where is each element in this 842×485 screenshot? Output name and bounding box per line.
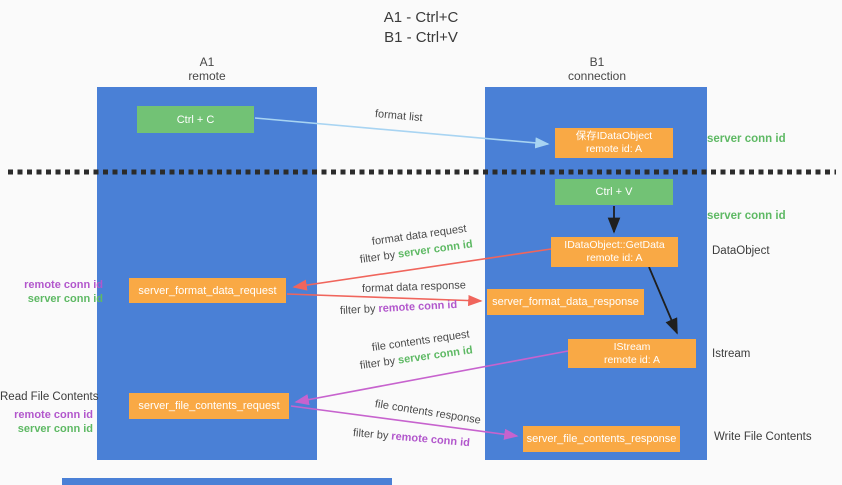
label-format-request-server-conn-id: server conn id bbox=[27, 293, 103, 305]
filter-by-text-2: filter by bbox=[339, 303, 376, 317]
node-istream-line1: IStream bbox=[613, 340, 651, 353]
node-ctrl-v-label: Ctrl + V bbox=[595, 186, 633, 198]
format-request-conn-ids: remote conn id server conn id bbox=[0, 278, 103, 306]
node-server-file-contents-response-label: server_file_contents_response bbox=[526, 433, 677, 445]
node-server-file-contents-request: server_file_contents_request bbox=[129, 393, 289, 419]
label-write-file-contents: Write File Contents bbox=[714, 431, 812, 443]
node-server-file-contents-request-label: server_file_contents_request bbox=[138, 400, 280, 412]
node-server-format-data-request: server_format_data_request bbox=[129, 278, 286, 303]
arrow-format-list bbox=[254, 117, 550, 149]
node-istream-line2: remote id: A bbox=[603, 353, 661, 366]
node-getdata: IDataObject::GetData remote id: A bbox=[551, 237, 678, 267]
node-getdata-line2: remote id: A bbox=[586, 252, 643, 264]
node-ctrl-v: Ctrl + V bbox=[555, 179, 673, 205]
node-server-file-contents-response: server_file_contents_response bbox=[523, 426, 680, 452]
node-save-dataobject-line1: 保存IDataObject bbox=[575, 130, 653, 142]
title-line-2: B1 - Ctrl+V bbox=[384, 29, 458, 46]
node-server-format-data-request-label: server_format_data_request bbox=[138, 284, 277, 297]
column-a1-role: remote bbox=[188, 69, 226, 83]
arrow-format-data-response bbox=[286, 293, 483, 307]
node-ctrl-c-label: Ctrl + C bbox=[176, 113, 215, 126]
file-request-conn-ids: Read File Contents remote conn id server… bbox=[0, 390, 99, 436]
arrow-getdata-to-istream bbox=[648, 266, 678, 335]
label-dataobject: DataObject bbox=[712, 245, 770, 257]
label-read-file-contents: Read File Contents bbox=[0, 391, 99, 403]
arrow-format-data-request bbox=[292, 248, 552, 291]
column-header-b1: B1 connection bbox=[537, 55, 657, 83]
node-save-dataobject: 保存IDataObject remote id: A bbox=[555, 128, 673, 158]
label-server-conn-id-top: server conn id bbox=[707, 133, 786, 145]
node-server-format-data-response-label: server_format_data_response bbox=[492, 296, 639, 308]
label-server-conn-id-mid: server conn id bbox=[707, 210, 786, 222]
arrow-file-contents-request bbox=[294, 350, 569, 406]
label-file-request-remote-conn-id: remote conn id bbox=[14, 409, 93, 421]
column-a1-name: A1 bbox=[199, 55, 215, 69]
column-b1-role: connection bbox=[567, 69, 627, 83]
arrow-file-contents-response bbox=[290, 405, 519, 440]
label-format-request-remote-conn-id: remote conn id bbox=[24, 279, 103, 291]
node-istream: IStream remote id: A bbox=[568, 339, 696, 368]
node-server-format-data-response: server_format_data_response bbox=[487, 289, 644, 315]
column-header-a1: A1 remote bbox=[147, 55, 267, 83]
bottom-blue-strip bbox=[62, 478, 392, 485]
node-getdata-line1: IDataObject::GetData bbox=[564, 239, 665, 251]
node-save-dataobject-line2: remote id: A bbox=[585, 143, 642, 155]
label-file-request-server-conn-id: server conn id bbox=[17, 423, 93, 435]
node-ctrl-c: Ctrl + C bbox=[137, 106, 254, 133]
column-b1-name: B1 bbox=[589, 55, 605, 69]
diagram-title: A1 - Ctrl+C B1 - Ctrl+V bbox=[0, 8, 842, 48]
label-istream: Istream bbox=[712, 348, 751, 360]
title-line-1: A1 - Ctrl+C bbox=[383, 9, 459, 26]
